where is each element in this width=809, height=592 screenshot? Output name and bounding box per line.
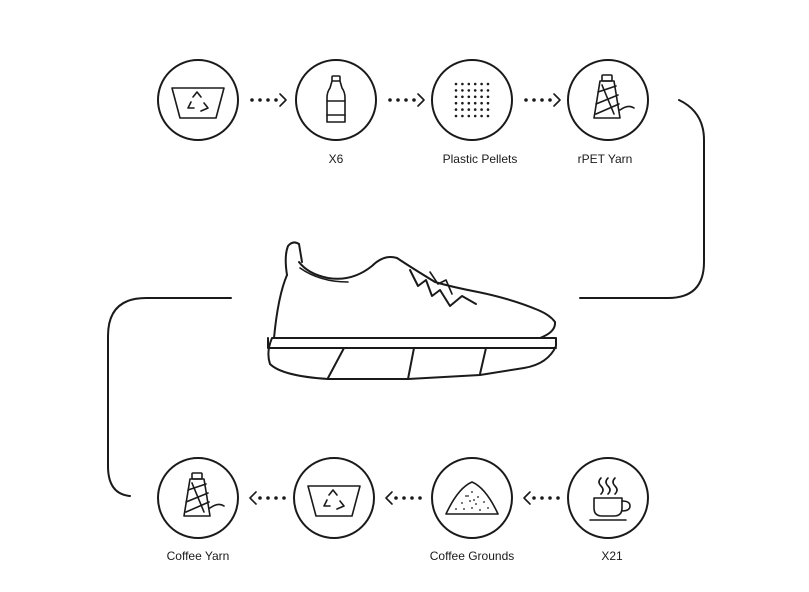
arrow-bottom-2 <box>385 491 422 505</box>
pellet-dot <box>473 82 477 86</box>
sneaker-icon <box>267 241 557 380</box>
pellet-dot <box>461 82 464 86</box>
pellet-dot <box>467 101 471 105</box>
ground-dot <box>487 507 489 509</box>
ground-dot <box>475 503 477 505</box>
plastic-pellets-icon <box>454 82 490 118</box>
pellet-dot <box>467 95 471 99</box>
ground-dot <box>463 508 465 510</box>
ground-dot <box>465 495 467 497</box>
arrow-top-1 <box>250 93 287 107</box>
pellet-dot <box>454 95 458 99</box>
step-bottom-coffee-yarn: Coffee Yarn <box>157 457 239 563</box>
pellet-dot <box>454 108 458 111</box>
pellet-dot <box>467 82 471 86</box>
pellet-dot <box>480 95 483 99</box>
recycle-bin-icon <box>171 87 225 119</box>
pellet-dot <box>473 101 477 105</box>
yarn-spool-icon <box>593 74 635 119</box>
step-label-rpet-yarn: rPET Yarn <box>578 152 633 166</box>
yarn-spool-icon <box>183 472 225 517</box>
pellet-dot <box>467 114 471 118</box>
pellet-dot <box>486 89 490 92</box>
pellet-dot <box>461 89 464 92</box>
step-top-rpet-yarn: rPET Yarn <box>567 59 649 166</box>
pellet-dot <box>486 101 490 105</box>
pellet-dot <box>473 89 477 92</box>
recycle-bin-icon <box>307 485 361 517</box>
ground-dot <box>455 508 457 510</box>
coffee-grounds-icon <box>445 481 499 515</box>
pellet-dot <box>486 82 490 86</box>
pellet-dot <box>461 114 464 118</box>
pellet-dot <box>461 95 464 99</box>
step-bottom-coffee-grounds: Coffee Grounds <box>430 457 515 563</box>
pellet-dot <box>473 114 477 118</box>
pellet-dot <box>486 114 490 118</box>
pellet-dot <box>473 95 477 99</box>
step-top-bottle: X6 <box>295 59 377 166</box>
pellet-dot <box>480 108 483 111</box>
pellet-dot <box>480 82 483 86</box>
step-top-recycle-bin <box>157 59 239 141</box>
coffee-cup-icon <box>589 477 631 521</box>
step-label-plastic-pellets: Plastic Pellets <box>443 152 518 166</box>
step-label-x6: X6 <box>329 152 344 166</box>
pellet-dot <box>480 101 483 105</box>
ground-dot <box>461 502 463 504</box>
ground-dot <box>467 495 469 497</box>
plastic-bottle-icon <box>326 75 346 123</box>
ground-dot <box>479 509 481 511</box>
ground-dot <box>483 501 485 503</box>
pellet-dot <box>486 108 490 111</box>
arrow-top-2 <box>388 93 425 107</box>
pellet-dot <box>467 108 471 111</box>
arrow-top-3 <box>524 93 561 107</box>
pellet-dot <box>454 89 458 92</box>
arrow-bottom-1 <box>249 491 286 505</box>
step-label-coffee-grounds: Coffee Grounds <box>430 549 515 563</box>
step-bottom-coffee-cup: X21 <box>567 457 649 563</box>
ground-dot <box>477 496 479 498</box>
connector-bottom-left <box>107 297 232 497</box>
ground-dot <box>469 500 471 502</box>
pellet-dot <box>480 114 483 118</box>
step-label-x21: X21 <box>601 549 623 563</box>
step-label-coffee-yarn: Coffee Yarn <box>167 549 230 563</box>
pellet-dot <box>454 82 458 86</box>
step-bottom-recycle-bin <box>293 457 375 539</box>
pellet-dot <box>467 89 471 92</box>
ground-dot <box>473 499 475 501</box>
step-top-pellets: Plastic Pellets <box>431 59 518 166</box>
connector-top-right <box>579 99 705 299</box>
arrow-bottom-3 <box>523 491 560 505</box>
pellet-dot <box>473 108 477 111</box>
ground-dot <box>471 491 473 493</box>
pellet-dot <box>461 108 464 111</box>
pellet-dot <box>461 101 464 105</box>
ground-dot <box>471 507 473 509</box>
pellet-dot <box>486 95 490 99</box>
pellet-dot <box>480 89 483 92</box>
pellet-dot <box>454 114 458 118</box>
pellet-dot <box>454 101 458 105</box>
